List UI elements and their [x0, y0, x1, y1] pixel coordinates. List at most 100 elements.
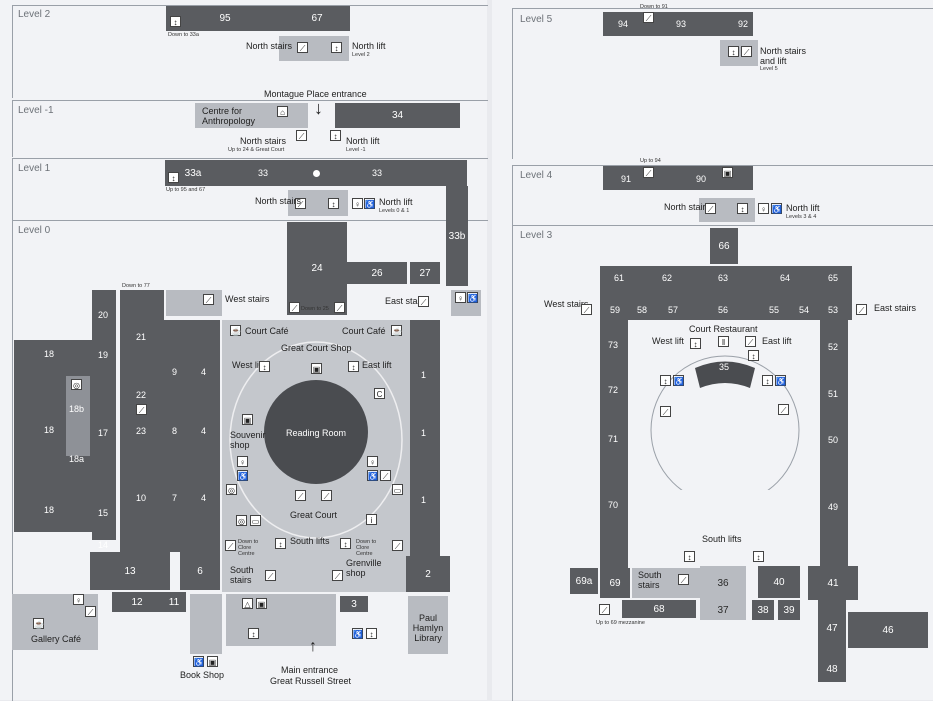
level-2-frame — [12, 5, 488, 98]
room-69a[interactable]: 69a — [570, 568, 598, 594]
room-20-label: 20 — [98, 310, 109, 320]
accessible-icon: ♿ — [673, 375, 684, 386]
stairs-icon: ⟋ — [295, 198, 306, 209]
room-1-label-b: 1 — [421, 428, 427, 438]
stairs-icon: ⟋ — [334, 302, 345, 313]
room-67[interactable]: 67 — [284, 6, 350, 31]
room-47[interactable]: 47 — [818, 600, 846, 656]
lift-icon: ↕ — [748, 350, 759, 361]
room-63-label: 63 — [718, 273, 729, 283]
stairs-icon: ⟋ — [321, 490, 332, 501]
stairs-icon: ⟋ — [856, 304, 867, 315]
great-court-label: Great Court — [290, 510, 338, 520]
lift-icon: ↕ — [660, 375, 671, 386]
toilets-icon: ♀ — [73, 594, 84, 605]
cafe-icon: ☕ — [230, 325, 241, 336]
paul-hamlyn-library[interactable] — [408, 596, 448, 654]
level-1-label: Level 1 — [18, 163, 51, 174]
room-1-label-a: 1 — [421, 370, 427, 380]
stairs-icon: ⟋ — [332, 570, 343, 581]
room-66[interactable]: 66 — [710, 228, 738, 264]
lift-icon: ↕ — [690, 338, 701, 349]
accessible-icon: ♿ — [193, 656, 204, 667]
room-39[interactable]: 39 — [778, 600, 800, 620]
west-lift-l3-label: West lift — [652, 336, 684, 346]
toilets-icon: ♀ — [352, 198, 363, 209]
room-40[interactable]: 40 — [758, 566, 800, 598]
room-61-label: 61 — [614, 273, 625, 283]
room-37[interactable]: 37 — [700, 600, 746, 620]
room-69[interactable]: 69 — [600, 568, 630, 598]
reading-room-outline-svg — [650, 355, 800, 490]
room-65-label: 65 — [828, 273, 839, 283]
west-stairs-label: West stairs — [225, 294, 270, 304]
room-33[interactable] — [221, 160, 467, 186]
room-53-label: 53 — [828, 305, 839, 315]
room-1[interactable] — [410, 320, 440, 556]
lift-icon: ↕ — [737, 203, 748, 214]
west-l3-block — [600, 320, 628, 568]
restaurant-icon: ‖ — [718, 336, 729, 347]
souvenir-shop-label: Souvenir shop — [230, 430, 266, 450]
stairs-icon: ⟋ — [705, 203, 716, 214]
room-68[interactable]: 68 — [622, 600, 696, 618]
accessible-icon: ♿ — [771, 203, 782, 214]
book-shop-block[interactable] — [190, 594, 222, 654]
cloakroom-icon: ▭ — [250, 515, 261, 526]
stairs-icon: ⟋ — [380, 470, 391, 481]
levels-01-note: Levels 0 & 1 — [379, 208, 410, 214]
down-clore-west-note: Down to Clore Centre — [238, 539, 259, 557]
room-13[interactable]: 13 — [90, 552, 170, 590]
room-12[interactable]: 12 — [112, 592, 162, 612]
room-4-label-a: 4 — [201, 367, 207, 377]
lift-icon: ↕ — [331, 42, 342, 53]
room-95[interactable]: 95 — [166, 6, 284, 31]
grenville-shop-label: Grenville shop — [346, 558, 382, 578]
lift-icon: ↕ — [728, 46, 739, 57]
room-10-label: 10 — [136, 493, 147, 503]
dome-marker-icon — [313, 170, 320, 177]
stairs-icon: ⟋ — [643, 12, 654, 23]
info-icon: △ — [242, 598, 253, 609]
room-41[interactable]: 41 — [808, 566, 858, 600]
lift-icon: ↕ — [168, 172, 179, 183]
room-73-label: 73 — [608, 340, 619, 350]
room-36[interactable]: 36 — [700, 566, 746, 600]
room-26[interactable]: 26 — [347, 262, 407, 284]
room-24[interactable]: 24 — [287, 222, 347, 315]
shop-icon: ▣ — [242, 414, 253, 425]
reading-room-label: Reading Room — [286, 428, 347, 438]
room-3[interactable]: 3 — [340, 596, 368, 612]
room-6[interactable]: 6 — [180, 552, 220, 590]
stairs-icon: ⟋ — [678, 574, 689, 585]
down-25-note: Down to 25 — [301, 306, 329, 312]
lift-icon: ↕ — [259, 361, 270, 372]
room-48[interactable]: 48 — [818, 656, 846, 682]
room-46[interactable]: 46 — [848, 612, 928, 648]
book-shop-label: Book Shop — [180, 670, 225, 680]
stairs-icon: ⟋ — [295, 490, 306, 501]
accessible-icon: ♿ — [367, 470, 378, 481]
room-64-label: 64 — [780, 273, 791, 283]
centre-anthropology[interactable] — [195, 103, 308, 128]
stairs-icon: ⟋ — [225, 540, 236, 551]
east-lift-l3-label: East lift — [762, 336, 792, 346]
room-38[interactable]: 38 — [752, 600, 774, 620]
room-8-label: 8 — [172, 426, 178, 436]
stairs-icon: ⟋ — [643, 167, 654, 178]
central-west-block — [120, 290, 164, 552]
room-56-label: 56 — [718, 305, 729, 315]
room-11[interactable]: 11 — [162, 592, 186, 612]
stairs-icon: ⟋ — [599, 604, 610, 615]
room-18b-label: 18b — [69, 404, 85, 414]
entrance-arrow-icon: ↓ — [314, 98, 323, 118]
room-34[interactable]: 34 — [335, 103, 460, 128]
room-57-label: 57 — [668, 305, 679, 315]
room-2[interactable]: 2 — [406, 556, 450, 592]
north-lift-l4-label: North lift — [786, 203, 820, 213]
room-27[interactable]: 27 — [410, 262, 440, 284]
lift-icon: ↕ — [328, 198, 339, 209]
great-court-shop-label: Great Court Shop — [281, 343, 352, 353]
level-minus1-note: Level -1 — [346, 147, 366, 153]
room-33b[interactable]: 33b — [446, 186, 468, 286]
